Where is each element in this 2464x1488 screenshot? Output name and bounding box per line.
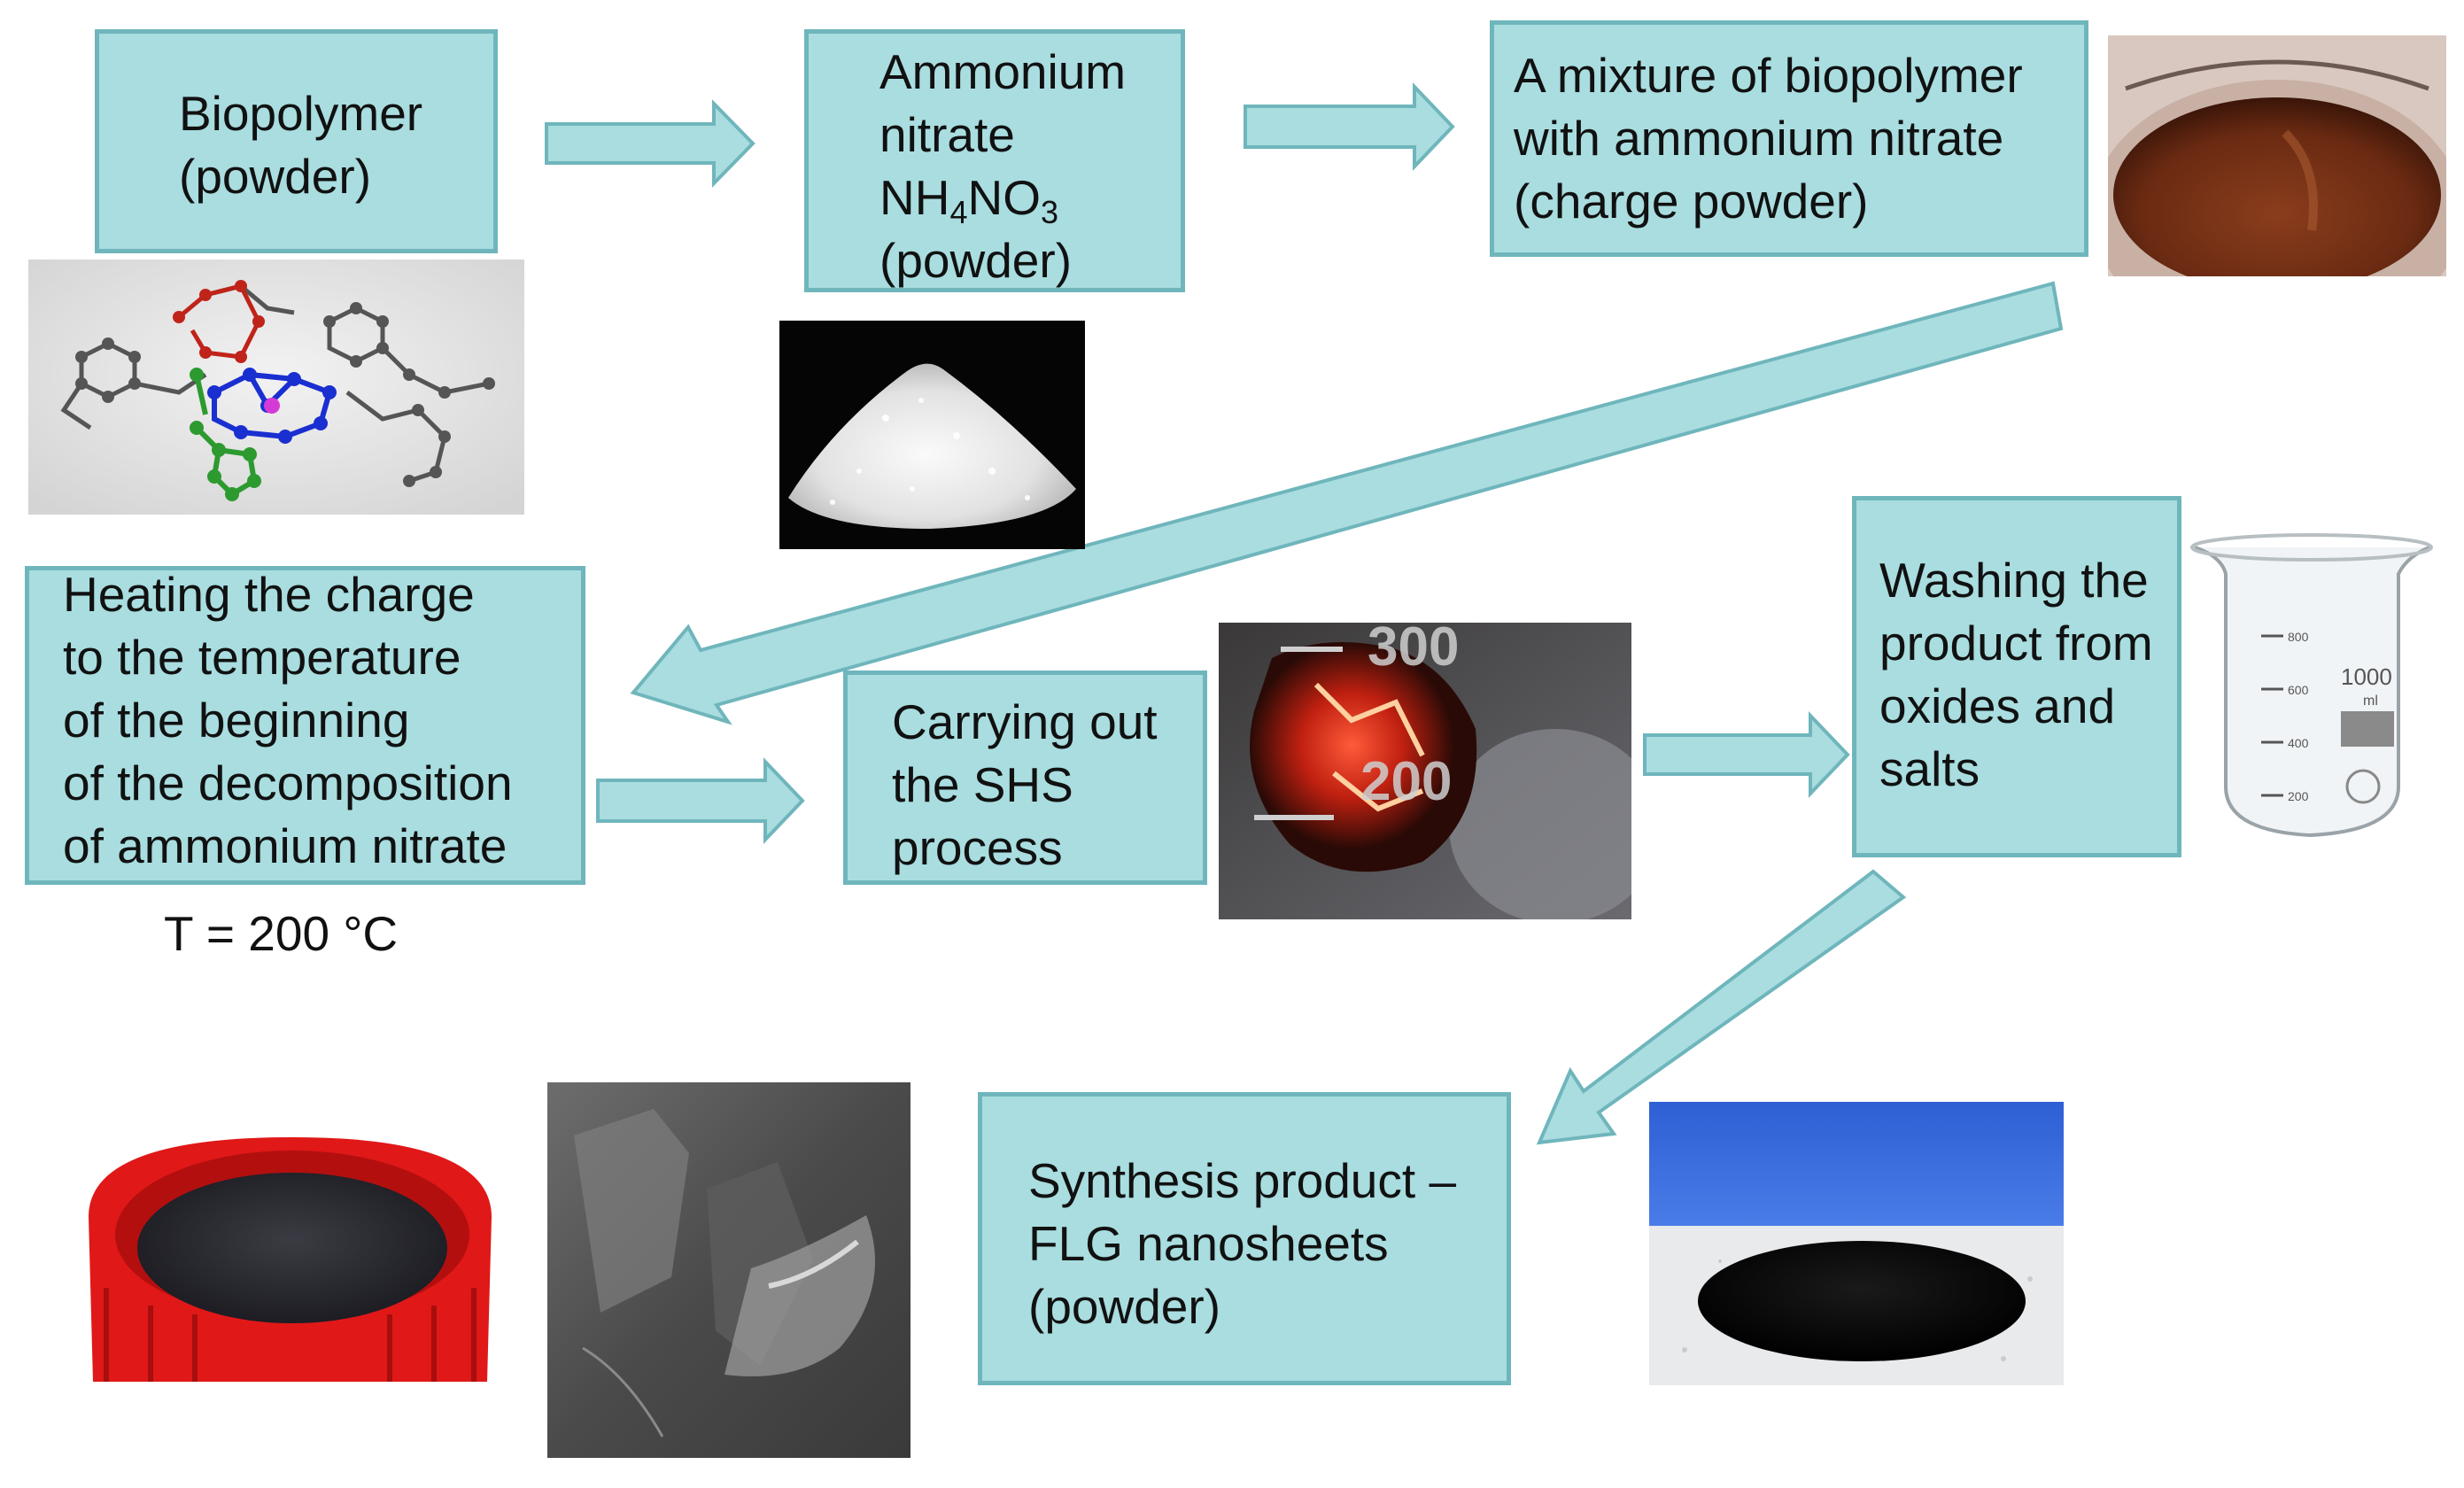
beaker-mark: 1000 bbox=[2341, 663, 2392, 690]
step-biopolymer: Biopolymer (powder) bbox=[95, 29, 498, 253]
charge-powder-photo bbox=[2108, 35, 2446, 276]
step-text: (powder) bbox=[1028, 1279, 1221, 1334]
step-text: nitrate bbox=[879, 107, 1015, 162]
arrow-shs-to-washing bbox=[1643, 711, 1850, 798]
beaker-mark: 200 bbox=[1360, 751, 1452, 812]
beaker-mark: 400 bbox=[2288, 736, 2309, 750]
step-text: of the decomposition bbox=[63, 756, 513, 810]
step-text: with ammonium nitrate bbox=[1514, 111, 2004, 166]
step-text: Synthesis product – bbox=[1028, 1153, 1457, 1208]
step-heating: Heating the charge to the temperature of… bbox=[25, 566, 585, 885]
step-text: FLG nanosheets bbox=[1028, 1216, 1389, 1271]
sem-micrograph-photo bbox=[547, 1082, 910, 1458]
beaker-mark: 600 bbox=[2288, 683, 2309, 697]
shs-reaction-photo: 300 200 bbox=[1219, 623, 1631, 919]
step-text: of the beginning bbox=[63, 693, 410, 748]
black-powder-pile-photo bbox=[1649, 1102, 2064, 1385]
step-text: the SHS bbox=[892, 757, 1073, 812]
arrow-washing-to-product bbox=[1536, 869, 1907, 1145]
step-text: to the temperature bbox=[63, 630, 461, 685]
step-text: Biopolymer bbox=[179, 86, 423, 141]
arrow-nitrate-to-mixture bbox=[1244, 82, 1455, 171]
step-synthesis-product: Synthesis product – FLG nanosheets (powd… bbox=[978, 1092, 1511, 1385]
step-text: salts bbox=[1879, 741, 1980, 796]
ammonium-nitrate-photo bbox=[779, 321, 1085, 549]
step-text: (powder) bbox=[879, 233, 1073, 288]
arrow-heating-to-shs bbox=[596, 757, 805, 844]
step-text: Ammonium bbox=[879, 44, 1127, 99]
beaker-mark: 800 bbox=[2288, 630, 2309, 644]
chemical-formula: NH4NO3 bbox=[879, 170, 1059, 230]
step-ammonium-nitrate: Ammonium nitrate NH4NO3 (powder) bbox=[804, 29, 1185, 292]
arrow-biopolymer-to-nitrate bbox=[545, 99, 755, 188]
step-text: Heating the charge bbox=[63, 567, 475, 622]
beaker-mark: 200 bbox=[2288, 789, 2309, 803]
step-text: (charge powder) bbox=[1514, 174, 1869, 229]
step-washing: Washing the product from oxides and salt… bbox=[1852, 496, 2181, 857]
arrow-mixture-to-heating bbox=[630, 281, 2064, 725]
step-text: Washing the bbox=[1879, 553, 2149, 608]
step-shs-process: Carrying out the SHS process bbox=[843, 670, 1207, 885]
step-text: (powder) bbox=[179, 149, 372, 204]
step-text: oxides and bbox=[1879, 678, 2116, 733]
step-text: Carrying out bbox=[892, 694, 1158, 749]
step-text: of ammonium nitrate bbox=[63, 818, 508, 873]
beaker-mark: ml bbox=[2363, 694, 2378, 709]
step-text: process bbox=[892, 820, 1063, 875]
beaker-photo: 800 600 400 200 1000 ml bbox=[2186, 530, 2443, 849]
beaker-mark: 300 bbox=[1368, 623, 1459, 678]
molecule-photo bbox=[28, 260, 524, 515]
step-text: product from bbox=[1879, 616, 2153, 670]
red-cap-powder-photo bbox=[71, 1128, 509, 1382]
step-mixture: A mixture of biopolymer with ammonium ni… bbox=[1490, 20, 2088, 257]
temperature-label: T = 200 °C bbox=[164, 906, 399, 961]
step-text: A mixture of biopolymer bbox=[1514, 48, 2023, 103]
